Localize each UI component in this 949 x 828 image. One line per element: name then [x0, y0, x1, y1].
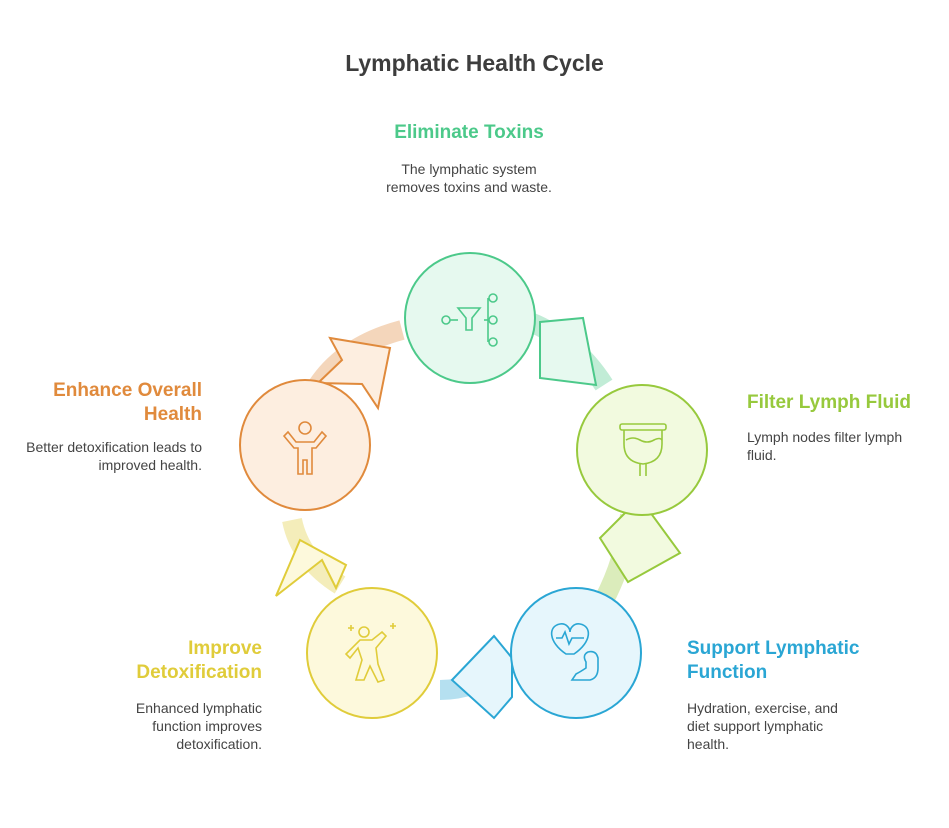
- step-description-improve-detoxification: Enhanced lymphatic function improves det…: [135, 700, 262, 752]
- node-filter-lymph-fluid: [576, 384, 708, 516]
- heart-muscle-icon: [550, 623, 599, 681]
- step-description-eliminate-toxins: The lymphatic system removes toxins and …: [386, 161, 552, 195]
- diagram-title: Lymphatic Health Cycle: [345, 50, 604, 76]
- step-label-improve-detoxification: Improve Detoxification: [136, 638, 262, 683]
- node-eliminate-toxins: [404, 252, 536, 384]
- connector-support-to-improve: [439, 634, 518, 720]
- step-label-enhance-overall-health: Enhance Overall Health: [53, 380, 202, 425]
- funnel-network-icon: [441, 293, 498, 347]
- connector-eliminate-to-filter: [526, 312, 613, 391]
- step-label-filter-lymph-fluid: Filter Lymph Fluid: [747, 392, 911, 413]
- energetic-person-icon: [344, 623, 396, 683]
- connector-filter-to-support: [595, 511, 682, 605]
- node-support-lymphatic-function: [510, 587, 642, 719]
- step-label-eliminate-toxins: Eliminate Toxins: [394, 122, 544, 143]
- connector-improve-to-enhance: [275, 517, 348, 597]
- node-improve-detoxification: [306, 587, 438, 719]
- filter-cup-icon: [619, 423, 667, 476]
- step-label-support-lymphatic-function: Support Lymphatic Function: [687, 638, 860, 683]
- step-description-filter-lymph-fluid: Lymph nodes filter lymph fluid.: [747, 429, 903, 463]
- node-enhance-overall-health: [239, 379, 371, 511]
- step-description-support-lymphatic-function: Hydration, exercise, and diet support ly…: [687, 700, 838, 752]
- connector-enhance-to-eliminate: [309, 320, 405, 411]
- step-description-enhance-overall-health: Better detoxification leads to improved …: [26, 439, 202, 473]
- happy-person-icon: [282, 421, 328, 475]
